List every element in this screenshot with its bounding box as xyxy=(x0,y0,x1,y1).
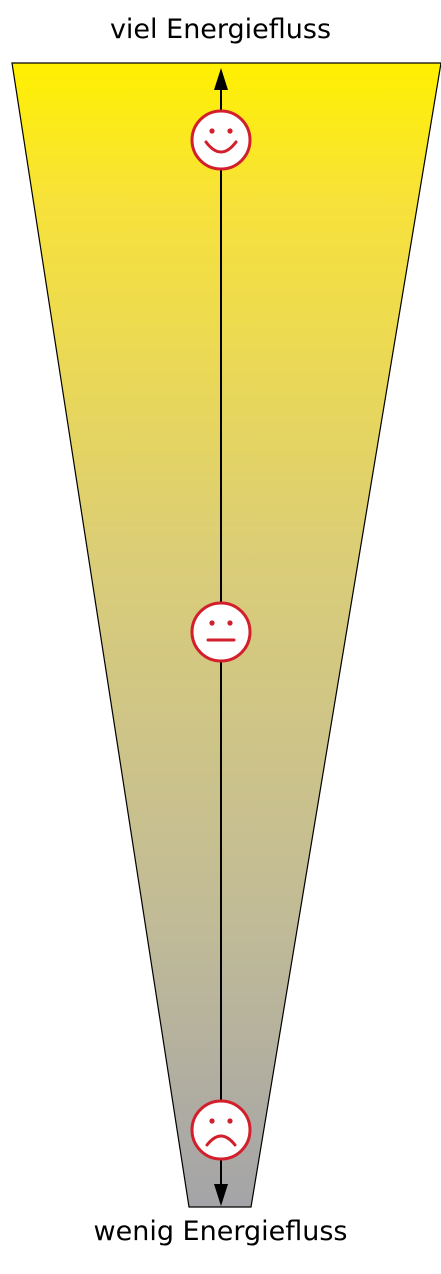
sad-face-icon xyxy=(190,1099,252,1161)
arrowhead-up xyxy=(214,68,228,90)
neutral-face-icon xyxy=(190,601,252,663)
arrowhead-down xyxy=(214,1184,228,1206)
bottom-label: wenig Energiefluss xyxy=(93,1216,348,1247)
top-label: viel Energiefluss xyxy=(109,14,332,45)
happy-face-icon xyxy=(190,109,252,171)
